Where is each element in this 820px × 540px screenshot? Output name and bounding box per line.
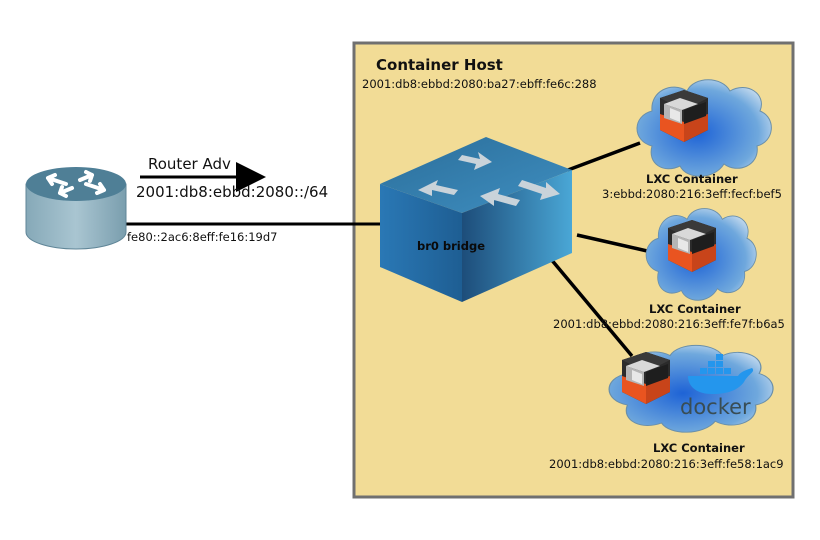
router-adv-label: Router Adv [148,155,231,173]
switch-icon [380,137,572,302]
container-3-label: LXC Container [653,441,745,455]
container-3-address: 2001:db8:ebbd:2080:216:3eff:fe58:1ac9 [549,457,784,471]
docker-logo: docker [680,354,754,419]
link-container-1 [567,141,641,172]
router-icon [25,167,127,250]
container-1-address: 3:ebbd:2080:216:3eff:fecf:bef5 [602,187,782,201]
container-1-label: LXC Container [646,172,738,186]
link-container-3 [543,250,634,358]
link-container-2 [576,233,657,255]
host-title: Container Host [376,56,503,74]
host-address: 2001:db8:ebbd:2080:ba27:ebff:fe6c:288 [362,77,597,91]
container-2-label: LXC Container [649,302,741,316]
docker-wordmark: docker [680,395,751,419]
bridge-label: br0 bridge [417,239,486,253]
container-2-address: 2001:db8:ebbd:2080:216:3eff:fe7f:b6a5 [553,317,785,331]
lxc-container-1 [636,79,772,177]
router-link-local: fe80::2ac6:8eff:fe16:19d7 [127,230,278,244]
router-prefix: 2001:db8:ebbd:2080::/64 [136,183,329,201]
